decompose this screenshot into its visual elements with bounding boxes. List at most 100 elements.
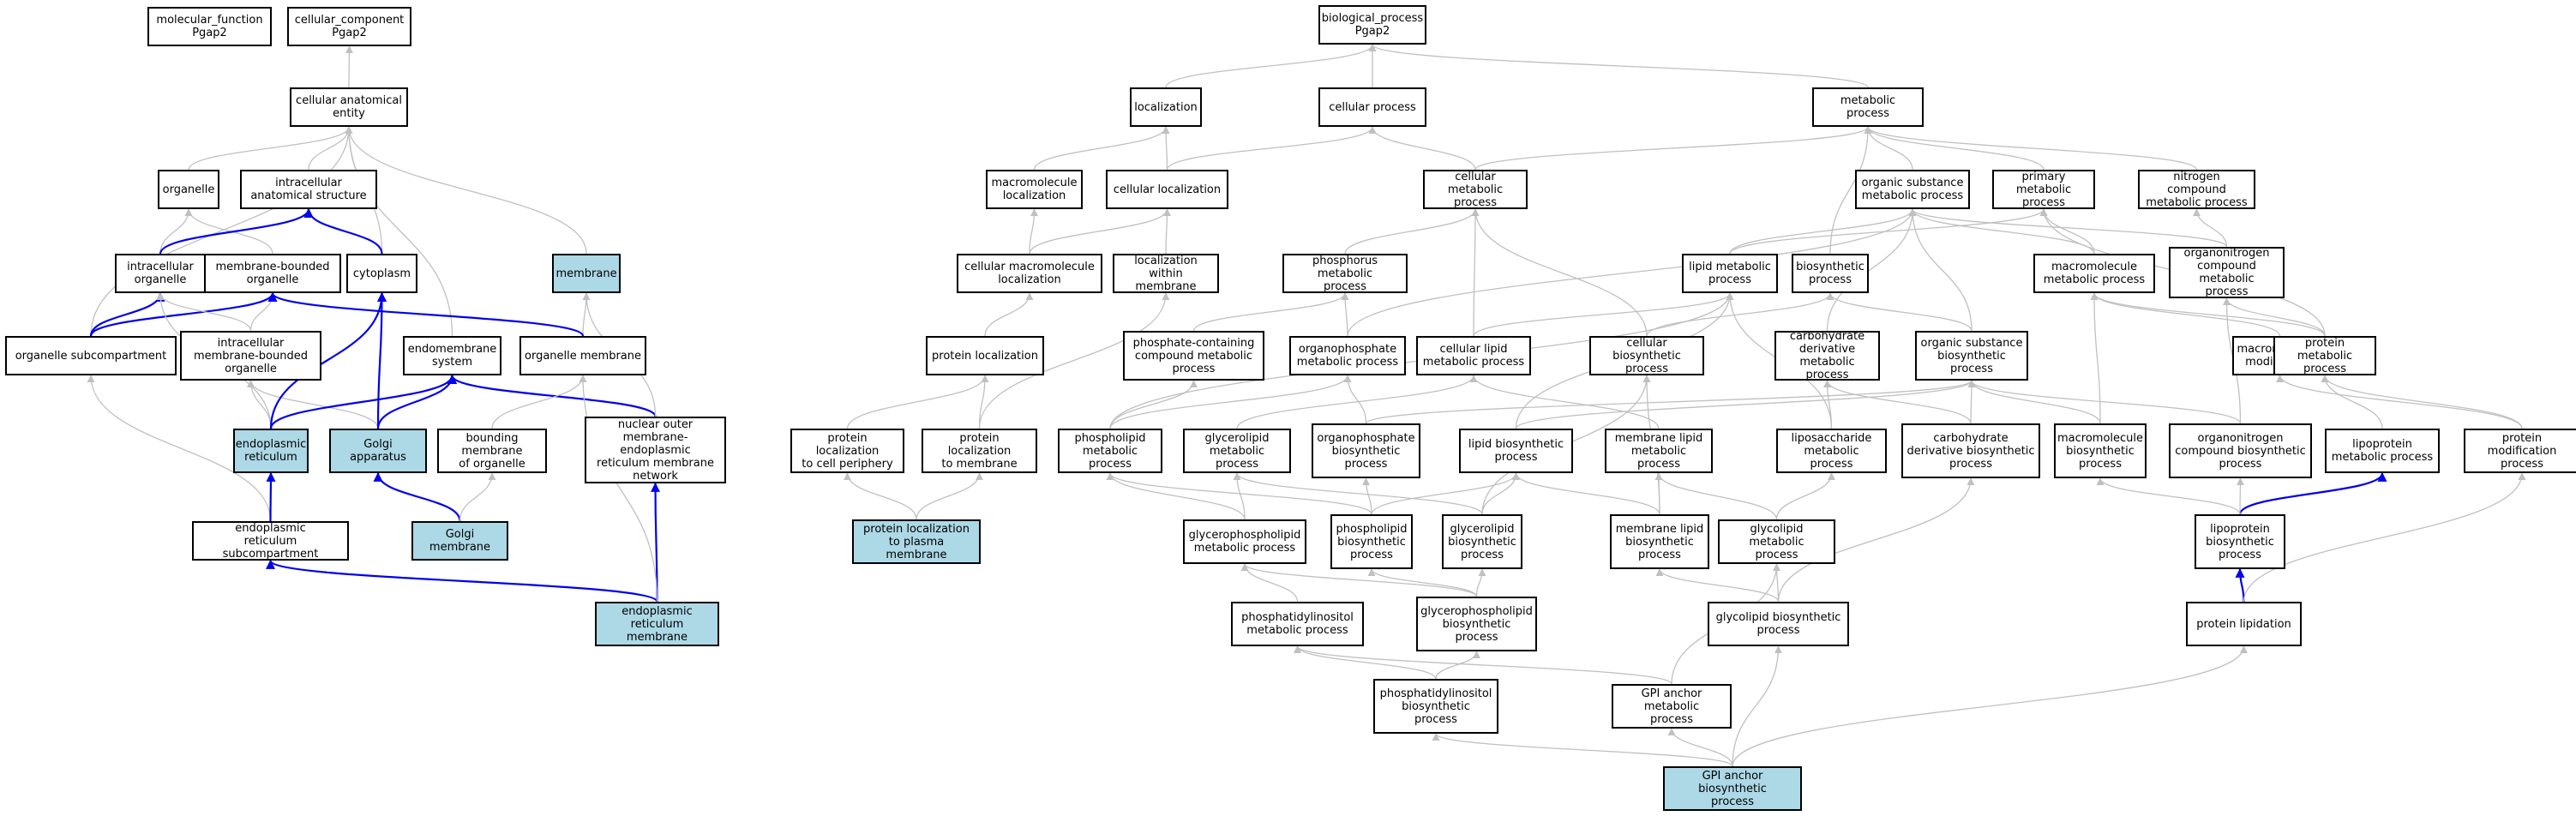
node-lsmp[interactable]: liposaccharide metabolic process xyxy=(1776,429,1887,473)
node-mbo[interactable]: membrane-bounded organelle xyxy=(204,254,341,293)
node-osbp[interactable]: organic substance biosynthetic process xyxy=(1915,331,2028,381)
edge-mlmp-to-clmp xyxy=(1469,375,1660,429)
edge-pltm-to-locwm xyxy=(978,292,1170,429)
node-cp[interactable]: cellular process xyxy=(1318,87,1426,127)
node-glbp[interactable]: glycerolipid biosynthetic process xyxy=(1442,514,1522,569)
edge-oncmp-to-ncmp xyxy=(2193,208,2228,248)
node-omem[interactable]: organelle membrane xyxy=(519,336,646,375)
edge-gpimp-to-pimp xyxy=(1294,645,1672,685)
edge-cloc-to-loc xyxy=(1162,126,1170,171)
edge-plip-to-pmodp xyxy=(2243,472,2526,603)
node-cloc[interactable]: cellular localization xyxy=(1106,170,1228,209)
node-mlbp[interactable]: membrane lipid biosynthetic process xyxy=(1610,514,1709,569)
node-mlmp[interactable]: membrane lipid metabolic process xyxy=(1605,429,1713,473)
node-cdmp[interactable]: carbohydrate derivative metabolic proces… xyxy=(1774,330,1880,381)
node-pltpm[interactable]: protein localization to plasma membrane xyxy=(852,519,981,564)
edge-cmp-to-cp xyxy=(1368,126,1476,171)
edge-gplbp-to-phlbp xyxy=(1367,568,1478,597)
node-lpbp[interactable]: lipoprotein biosynthetic process xyxy=(2195,514,2285,569)
node-golgi[interactable]: Golgi apparatus xyxy=(329,429,427,473)
node-org[interactable]: organelle xyxy=(158,170,219,209)
node-ploc[interactable]: protein localization xyxy=(926,336,1044,375)
node-cdbp[interactable]: carbohydrate derivative biosynthetic pro… xyxy=(1901,423,2040,478)
node-golgimem[interactable]: Golgi membrane xyxy=(411,521,508,561)
node-mem[interactable]: membrane xyxy=(552,254,621,293)
node-ncmp[interactable]: nitrogen compound metabolic process xyxy=(2138,170,2255,209)
node-plcp[interactable]: protein localization to cell periphery xyxy=(790,429,904,473)
edge-gpibp-to-gclbp xyxy=(1732,645,1782,767)
node-pibp[interactable]: phosphatidylinositol biosynthetic proces… xyxy=(1373,679,1498,734)
node-pltm[interactable]: protein localization to membrane xyxy=(922,429,1037,473)
node-loc[interactable]: localization xyxy=(1130,87,1202,127)
node-locwm[interactable]: localization within membrane xyxy=(1113,254,1219,293)
node-macmp[interactable]: macromolecule metabolic process xyxy=(2033,254,2155,293)
node-phmp[interactable]: phosphorus metabolic process xyxy=(1282,254,1408,293)
edge-gclmp-to-lsmp xyxy=(1775,472,1835,520)
edge-mem-to-cae xyxy=(345,126,587,255)
edge-ermem-to-omem xyxy=(579,375,658,603)
node-ermem[interactable]: endoplasmic reticulum membrane xyxy=(595,602,719,646)
node-gclmp[interactable]: glycolipid metabolic process xyxy=(1718,519,1835,564)
node-oncmp[interactable]: organonitrogen compound metabolic proces… xyxy=(2169,247,2285,298)
edge-nomem-to-ems xyxy=(447,374,657,417)
node-glmp[interactable]: glycerolipid metabolic process xyxy=(1183,429,1291,473)
node-cae[interactable]: cellular anatomical entity xyxy=(290,87,408,127)
node-cc[interactable]: cellular_component Pgap2 xyxy=(287,7,411,46)
node-cmp[interactable]: cellular metabolic process xyxy=(1423,170,1528,209)
node-mf[interactable]: molecular_function Pgap2 xyxy=(147,7,272,46)
node-cmloc[interactable]: cellular macromolecule localization xyxy=(957,254,1102,293)
node-pmodp[interactable]: protein modification process xyxy=(2464,429,2576,473)
edge-ploc-to-cmloc xyxy=(984,292,1034,337)
node-pccmp[interactable]: phosphate-containing compound metabolic … xyxy=(1123,331,1264,381)
node-cyto[interactable]: cytoplasm xyxy=(346,254,417,293)
node-osub[interactable]: organelle subcompartment xyxy=(5,336,177,375)
edge-lmp-to-pmp xyxy=(1729,208,2048,255)
node-iorg[interactable]: intracellular organelle xyxy=(115,254,206,293)
node-mloc[interactable]: macromolecule localization xyxy=(986,170,1083,209)
node-bp[interactable]: biological_process Pgap2 xyxy=(1318,5,1426,45)
edge-pibp-to-gplbp xyxy=(1435,651,1480,680)
node-osmp[interactable]: organic substance metabolic process xyxy=(1855,170,1970,209)
node-pmp[interactable]: primary metabolic process xyxy=(1992,170,2095,209)
edge-cloc-to-cp xyxy=(1166,126,1377,171)
node-oncbp[interactable]: organonitrogen compound biosynthetic pro… xyxy=(2169,423,2312,478)
edge-glmp-to-clmp xyxy=(1236,375,1478,429)
edge-osbp-to-osmp xyxy=(1908,208,1973,332)
edge-gplbp-to-gplmp xyxy=(1240,563,1478,597)
node-ersub[interactable]: endoplasmic reticulum subcompartment xyxy=(192,521,349,561)
edge-golgi-to-cyto xyxy=(376,291,387,429)
node-gpibp[interactable]: GPI anchor biosynthetic process xyxy=(1663,766,1802,811)
edge-mloc-to-loc xyxy=(1033,126,1170,171)
node-gclbp[interactable]: glycolipid biosynthetic process xyxy=(1708,602,1849,646)
node-pimp[interactable]: phosphatidylinositol metabolic process xyxy=(1231,602,1364,646)
edge-er-to-ems xyxy=(269,374,457,429)
node-macbp[interactable]: macromolecule biosynthetic process xyxy=(2054,423,2147,478)
edge-pltpm-to-plcp xyxy=(844,472,917,520)
node-gpimp[interactable]: GPI anchor metabolic process xyxy=(1612,684,1732,729)
node-lbp[interactable]: lipid biosynthetic process xyxy=(1459,429,1573,473)
node-metab[interactable]: metabolic process xyxy=(1812,87,1924,127)
node-clmp[interactable]: cellular lipid metabolic process xyxy=(1416,336,1531,375)
node-phlbp[interactable]: phospholipid biosynthetic process xyxy=(1330,514,1413,569)
node-phlmp[interactable]: phospholipid metabolic process xyxy=(1058,429,1162,473)
edge-phlmp-to-opmp xyxy=(1109,375,1352,429)
edge-osub-to-cae xyxy=(90,126,353,337)
node-imbo[interactable]: intracellular membrane-bounded organelle xyxy=(180,331,321,381)
node-nomem[interactable]: nuclear outer membrane-endoplasmic retic… xyxy=(585,417,726,483)
node-bio[interactable]: biosynthetic process xyxy=(1792,254,1869,293)
node-cbp[interactable]: cellular biosynthetic process xyxy=(1589,336,1704,375)
node-ems[interactable]: endomembrane system xyxy=(403,336,501,375)
node-opbp[interactable]: organophosphate biosynthetic process xyxy=(1312,423,1420,478)
node-gplmp[interactable]: glycerophospholipid metabolic process xyxy=(1183,519,1306,564)
edge-pmodp-to-macmod xyxy=(2276,375,2523,429)
node-ias[interactable]: intracellular anatomical structure xyxy=(240,170,377,209)
node-lpmp[interactable]: lipoprotein metabolic process xyxy=(2325,429,2440,473)
node-gplbp[interactable]: glycerophospholipid biosynthetic process xyxy=(1416,597,1537,651)
node-lmp[interactable]: lipid metabolic process xyxy=(1682,254,1778,293)
node-protmp[interactable]: protein metabolic process xyxy=(2273,336,2376,375)
node-er[interactable]: endoplasmic reticulum xyxy=(233,429,309,473)
node-plip[interactable]: protein lipidation xyxy=(2186,602,2302,646)
node-bmo[interactable]: bounding membrane of organelle xyxy=(437,429,547,473)
node-opmp[interactable]: organophosphate metabolic process xyxy=(1289,336,1406,375)
edge-bio-to-metab xyxy=(1829,126,1872,255)
